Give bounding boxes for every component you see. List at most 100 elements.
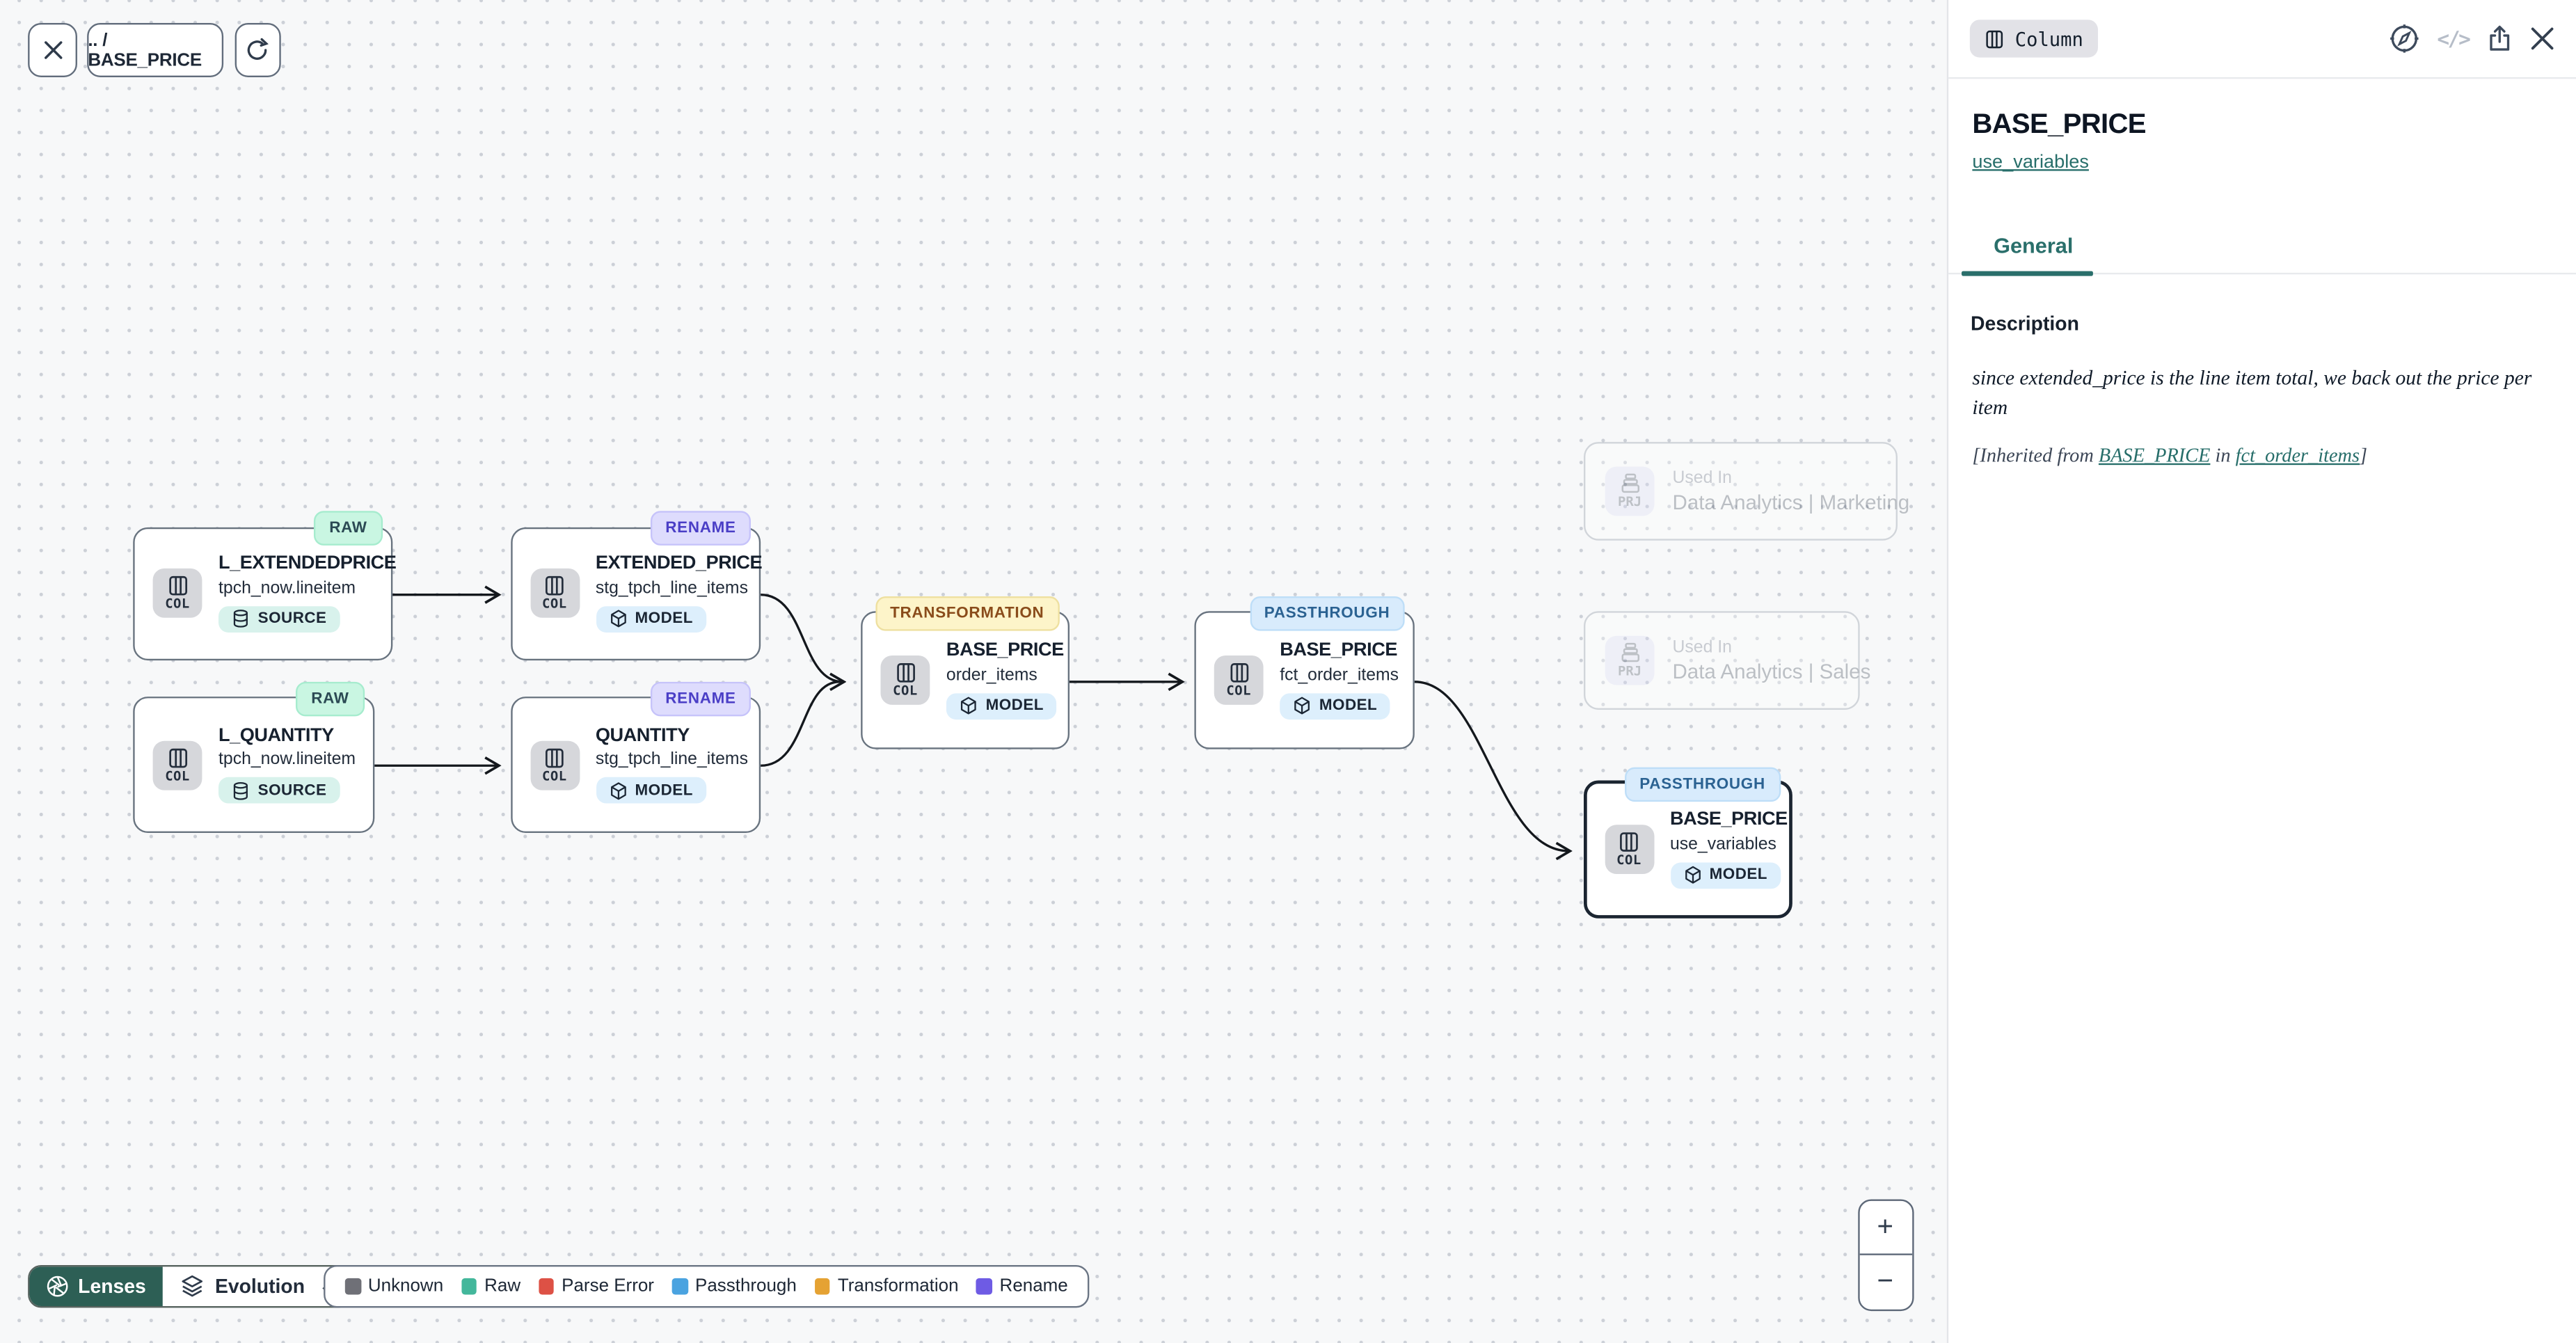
database-icon: [233, 781, 248, 800]
layers-icon: [182, 1275, 202, 1297]
project-stack-icon: [1621, 642, 1639, 662]
node-subtitle: stg_tpch_line_items: [595, 578, 748, 598]
panel-header: Column </>: [1947, 0, 2576, 79]
lens-mode-dropdown[interactable]: Evolution ⌄: [162, 1266, 350, 1306]
columns-icon: [1230, 663, 1248, 683]
tab-general[interactable]: General: [1994, 233, 2074, 258]
legend-swatch: [671, 1278, 688, 1294]
database-icon: [233, 610, 248, 628]
used-in-label: Used In: [1672, 637, 1732, 658]
node-title: BASE_PRICE: [946, 641, 1064, 661]
legend-item: Parse Error: [539, 1276, 654, 1296]
inherited-column-link[interactable]: BASE_PRICE: [2098, 444, 2211, 468]
node-kind-pill: MODEL: [595, 777, 706, 804]
evolution-badge: PASSTHROUGH: [1249, 595, 1405, 630]
panel-tabs: General: [1947, 220, 2576, 276]
node-subtitle: fct_order_items: [1280, 665, 1399, 685]
columns-icon: [168, 575, 186, 596]
legend-item: Passthrough: [671, 1276, 797, 1296]
model-cube-icon: [610, 781, 626, 800]
lineage-canvas[interactable]: RAW COL L_EXTENDEDPRICE tpch_now.lineite…: [0, 0, 1946, 1343]
used-in-node-sales[interactable]: PRJ Used In Data Analytics | Sales: [1584, 611, 1871, 710]
lineage-node-extended-price[interactable]: RENAME COL EXTENDED_PRICE stg_tpch_line_…: [510, 511, 763, 660]
columns-icon: [545, 575, 564, 596]
panel-title: BASE_PRICE: [1972, 108, 2146, 140]
zoom-in-button[interactable]: +: [1877, 1210, 1893, 1242]
lineage-node-l-quantity[interactable]: RAW COL L_QUANTITY tpch_now.lineitem SOU…: [133, 681, 374, 834]
model-link[interactable]: use_variables: [1972, 152, 2089, 173]
description-text: since extended_price is the line item to…: [1972, 366, 2532, 420]
used-in-name: Data Analytics | Marketing: [1672, 490, 1910, 514]
legend-item: Rename: [976, 1276, 1068, 1296]
node-subtitle: use_variables: [1669, 834, 1776, 855]
node-title: L_EXTENDEDPRICE: [218, 554, 397, 574]
node-subtitle: tpch_now.lineitem: [218, 578, 356, 598]
legend-item: Raw: [461, 1276, 520, 1296]
legend-item: Transformation: [814, 1276, 959, 1296]
columns-icon: [1620, 832, 1638, 852]
node-title: BASE_PRICE: [1280, 641, 1398, 661]
project-type-chip: PRJ: [1605, 635, 1655, 685]
node-title: EXTENDED_PRICE: [595, 554, 763, 574]
lineage-node-base-price-use-variables[interactable]: PASSTHROUGH COL BASE_PRICE use_variables…: [1582, 766, 1792, 919]
model-cube-icon: [610, 610, 626, 628]
explore-compass-icon[interactable]: [2390, 23, 2421, 54]
node-kind-pill: SOURCE: [218, 777, 340, 804]
columns-icon: [1985, 29, 2002, 48]
view-code-icon[interactable]: </>: [2437, 26, 2471, 51]
zoom-out-button[interactable]: −: [1859, 1253, 1912, 1308]
node-kind-pill: MODEL: [1280, 692, 1391, 720]
column-type-chip: COL: [1214, 655, 1264, 705]
share-icon[interactable]: [2486, 24, 2513, 52]
column-type-chip: COL: [1604, 825, 1654, 875]
node-kind-pill: MODEL: [595, 605, 706, 633]
node-subtitle: stg_tpch_line_items: [595, 749, 748, 770]
aperture-icon: [46, 1276, 67, 1297]
project-stack-icon: [1621, 472, 1639, 492]
lenses-control: Lenses Evolution ⌄: [26, 1264, 352, 1308]
column-type-chip: COL: [152, 568, 202, 618]
column-type-chip: COL: [530, 568, 580, 618]
used-in-node-marketing[interactable]: PRJ Used In Data Analytics | Marketing: [1584, 440, 1910, 540]
active-tab-indicator: [1960, 270, 2092, 276]
zoom-controls: + −: [1857, 1198, 1914, 1310]
node-title: L_QUANTITY: [218, 725, 334, 746]
refresh-icon: [248, 38, 269, 60]
evolution-badge: TRANSFORMATION: [875, 595, 1059, 630]
project-type-chip: PRJ: [1605, 466, 1655, 516]
lineage-node-l-extendedprice[interactable]: RAW COL L_EXTENDEDPRICE tpch_now.lineite…: [133, 511, 397, 660]
used-in-name: Data Analytics | Sales: [1672, 660, 1871, 684]
legend-swatch: [814, 1278, 831, 1294]
refresh-button[interactable]: [234, 23, 281, 77]
evolution-badge: RAW: [296, 681, 364, 716]
details-panel: Column </> BASE_PRICE use_variables Gene…: [1946, 0, 2576, 1343]
inherited-note: [Inherited from BASE_PRICE in fct_order_…: [1972, 444, 2368, 468]
legend-swatch: [976, 1278, 992, 1294]
evolution-badge: RENAME: [651, 681, 751, 716]
model-cube-icon: [960, 697, 976, 715]
legend-item: Unknown: [344, 1276, 443, 1296]
legend-swatch: [344, 1278, 361, 1294]
lineage-node-base-price-order-items[interactable]: TRANSFORMATION COL BASE_PRICE order_item…: [861, 595, 1069, 749]
used-in-label: Used In: [1672, 467, 1732, 488]
node-subtitle: tpch_now.lineitem: [218, 749, 356, 770]
columns-icon: [896, 663, 914, 683]
lineage-node-base-price-fct-order-items[interactable]: PASSTHROUGH COL BASE_PRICE fct_order_ite…: [1194, 595, 1415, 749]
breadcrumb[interactable]: .. / BASE_PRICE: [86, 23, 223, 77]
node-kind-pill: SOURCE: [218, 605, 340, 633]
node-kind-pill: MODEL: [1669, 861, 1781, 889]
lenses-button[interactable]: Lenses: [29, 1266, 163, 1306]
close-lineage-button[interactable]: [28, 23, 77, 77]
node-title: QUANTITY: [595, 725, 690, 746]
evolution-legend: Unknown Raw Parse Error Passthrough Tran…: [324, 1264, 1090, 1308]
model-cube-icon: [1684, 866, 1700, 884]
node-subtitle: order_items: [946, 665, 1037, 685]
close-icon: [43, 41, 62, 59]
inherited-model-link[interactable]: fct_order_items: [2235, 444, 2360, 468]
model-cube-icon: [1294, 697, 1310, 715]
close-panel-icon[interactable]: [2530, 26, 2554, 51]
node-title: BASE_PRICE: [1669, 810, 1788, 830]
lineage-node-quantity[interactable]: RENAME COL QUANTITY stg_tpch_line_items …: [510, 681, 761, 834]
legend-swatch: [461, 1278, 477, 1294]
column-type-chip: COL: [880, 655, 930, 705]
